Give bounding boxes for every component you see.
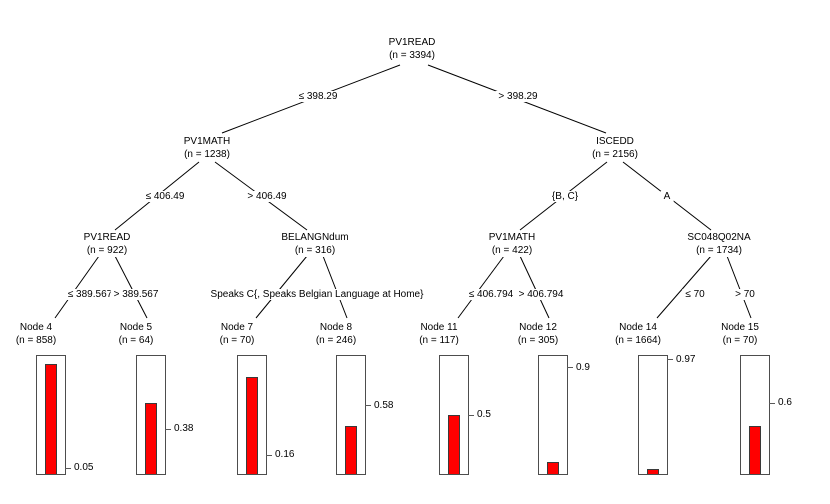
axis-tick xyxy=(667,359,673,361)
edge-pv1math422-left xyxy=(457,255,505,319)
barplot-frame: 0.16 xyxy=(237,355,294,475)
axis-tick-label: 0.16 xyxy=(275,449,295,461)
bar xyxy=(345,425,357,474)
split-label-pv1math422-right: > 406.794 xyxy=(515,289,567,300)
node-pv1math-n: (n = 1238) xyxy=(182,149,232,161)
node-pv1math422-label: PV1MATH xyxy=(486,232,538,244)
terminal-title: Node 4 xyxy=(19,322,53,333)
node-root-n: (n = 3394) xyxy=(387,50,437,62)
node-pv1math422-n: (n = 422) xyxy=(489,245,535,257)
split-label-sc048-left: ≤ 70 xyxy=(682,289,708,300)
terminal-title: Node 5 xyxy=(119,322,153,333)
node-belangn-n: (n = 316) xyxy=(292,245,338,257)
axis-tick xyxy=(165,428,171,430)
node-iscedd-label: ISCEDD xyxy=(594,136,636,148)
terminal-n: (n = 64) xyxy=(118,335,154,346)
terminal-n: (n = 70) xyxy=(722,335,758,346)
axis-tick xyxy=(468,414,474,416)
bar xyxy=(647,469,659,474)
terminal-title: Node 12 xyxy=(519,322,557,333)
split-label-pv1math-right: > 406.49 xyxy=(244,191,290,202)
split-label-pv1math-left: ≤ 406.49 xyxy=(142,191,188,202)
terminal-n: (n = 858) xyxy=(15,335,57,346)
terminal-title: Node 7 xyxy=(220,322,254,333)
bar xyxy=(246,377,258,474)
node-pv1read922-label: PV1READ xyxy=(81,232,133,244)
barplot-frame: 0.38 xyxy=(136,355,193,475)
bar xyxy=(145,403,157,474)
terminal-n: (n = 246) xyxy=(315,335,357,346)
split-label-belangn: Speaks C{, Speaks Belgian Language at Ho… xyxy=(207,289,427,300)
split-label-iscedd-right: A xyxy=(660,191,674,202)
split-label-sc048-right: > 70 xyxy=(732,289,758,300)
bar xyxy=(45,364,57,474)
terminal-title: Node 14 xyxy=(619,322,657,333)
axis-tick-label: 0.9 xyxy=(576,361,590,373)
node-sc048-label: SC048Q02NA xyxy=(685,232,753,244)
bar xyxy=(749,425,761,474)
terminal-title: Node 15 xyxy=(721,322,759,333)
edge-sc048-right xyxy=(726,255,752,319)
split-label-pv1read922-left: ≤ 389.567 xyxy=(64,289,116,300)
split-label-root-left: ≤ 398.29 xyxy=(295,91,341,102)
node-sc048-n: (n = 1734) xyxy=(694,245,744,257)
axis-tick xyxy=(769,402,775,404)
split-label-root-right: > 398.29 xyxy=(495,91,541,102)
barplot-frame: 0.5 xyxy=(439,355,491,475)
edge-sc048-left xyxy=(656,255,712,319)
split-label-iscedd-left: {B, C} xyxy=(548,191,582,202)
node-belangn-label: BELANGNdum xyxy=(279,232,351,244)
barplot-frame: 0.97 xyxy=(638,354,695,475)
barplot-frame: 0.9 xyxy=(538,355,590,475)
terminal-title: Node 11 xyxy=(420,322,458,333)
bar xyxy=(448,415,460,474)
split-label-pv1read922-right: > 389.567 xyxy=(110,289,162,300)
edge-pv1read922-left xyxy=(54,255,100,319)
barplot-frame: 0.6 xyxy=(740,355,792,475)
barplot-frame: 0.58 xyxy=(336,355,393,475)
terminal-n: (n = 305) xyxy=(517,335,559,346)
axis-tick-label: 0.38 xyxy=(174,423,194,435)
node-pv1math-label: PV1MATH xyxy=(181,136,233,148)
edge-pv1read922-right xyxy=(114,255,148,319)
axis-tick xyxy=(567,367,573,369)
terminal-title: Node 8 xyxy=(319,322,353,333)
node-pv1read922-n: (n = 922) xyxy=(84,245,130,257)
axis-tick-label: 0.58 xyxy=(374,399,394,411)
axis-tick xyxy=(266,454,272,456)
edge-belangn-left xyxy=(255,255,308,319)
terminal-n: (n = 117) xyxy=(419,335,459,346)
bar xyxy=(547,462,559,474)
barplot-frame: 0.05 xyxy=(36,355,93,475)
terminal-n: (n = 1664) xyxy=(615,335,661,346)
axis-tick-label: 0.97 xyxy=(676,353,696,365)
node-iscedd-n: (n = 2156) xyxy=(590,149,640,161)
axis-tick-label: 0.5 xyxy=(477,409,491,420)
axis-tick xyxy=(65,467,71,469)
split-label-pv1math422-left: ≤ 406.794 xyxy=(465,289,517,300)
axis-tick xyxy=(365,405,371,407)
axis-tick-label: 0.05 xyxy=(74,462,94,474)
terminal-n: (n = 70) xyxy=(219,335,255,346)
node-root-label: PV1READ xyxy=(386,37,438,49)
axis-tick-label: 0.6 xyxy=(778,397,792,409)
edge-pv1math422-right xyxy=(519,255,550,319)
edge-belangn-right xyxy=(322,255,348,319)
